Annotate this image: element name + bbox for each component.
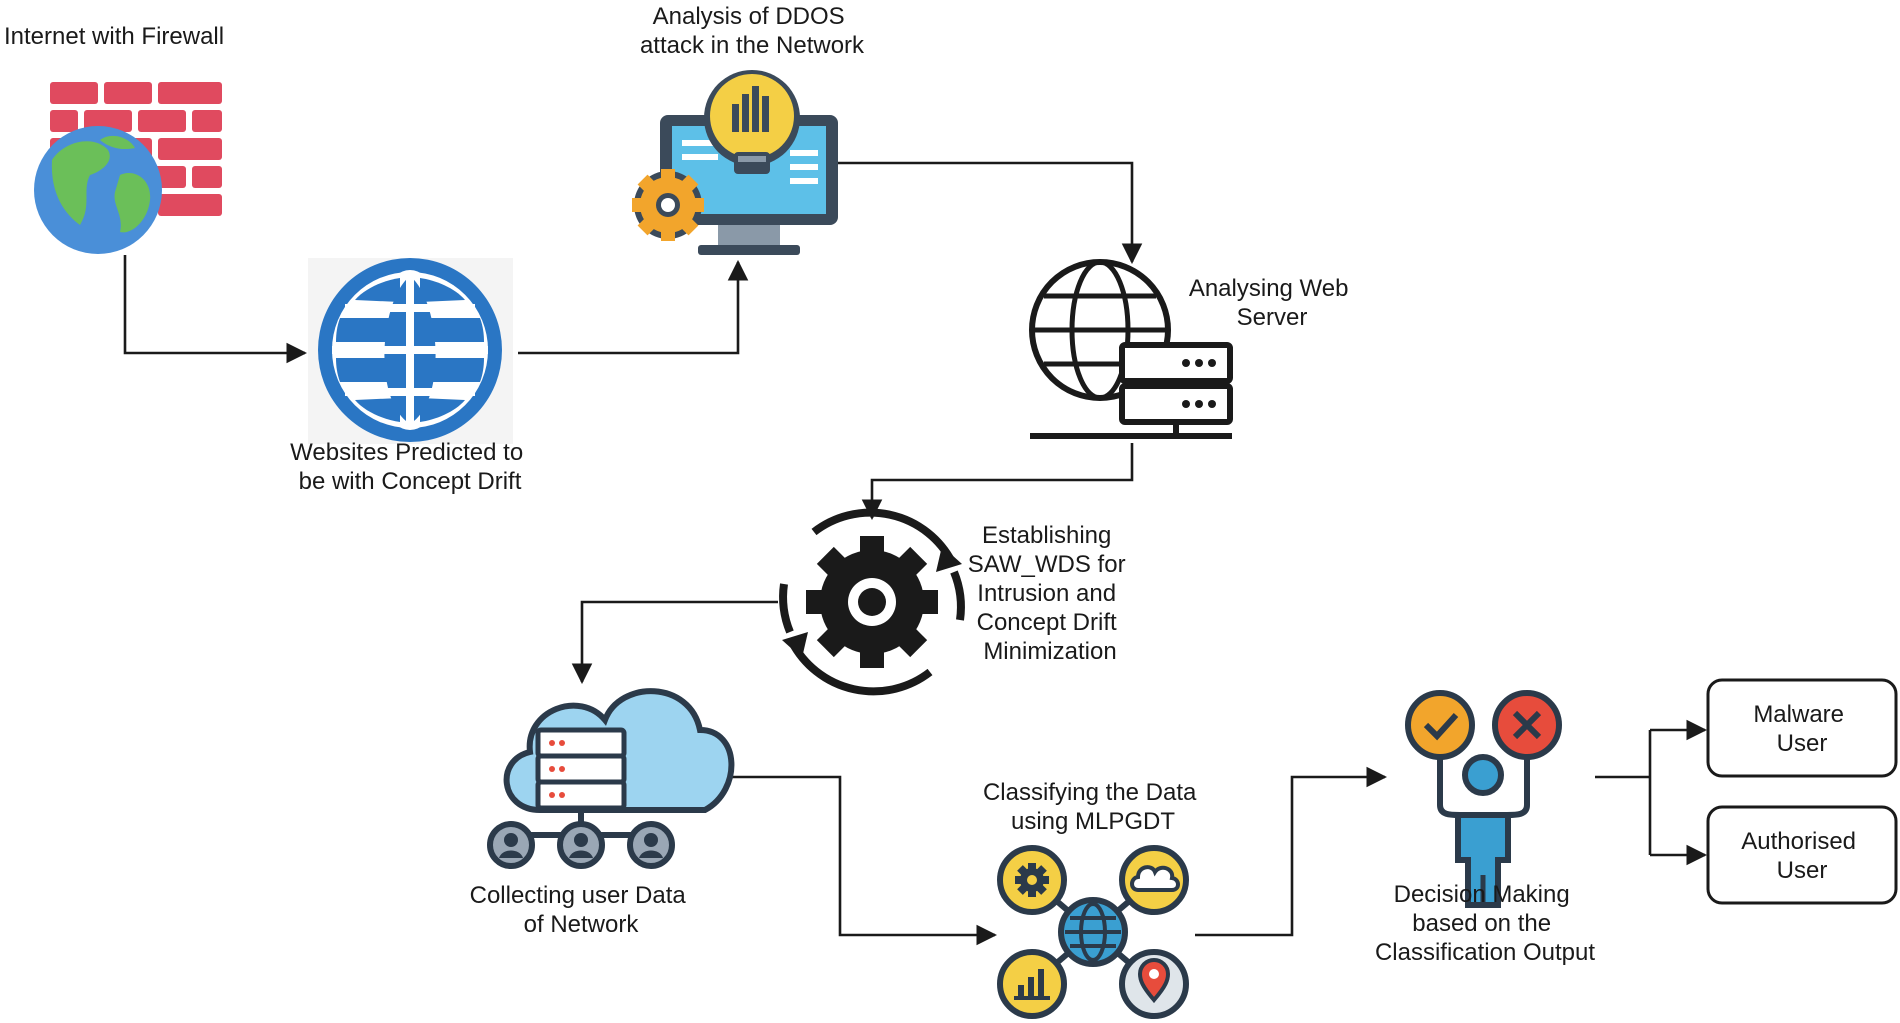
monitor-lightbulb-gear-icon [632,70,838,255]
connector-decision-branch [1595,730,1652,855]
authorised-user-box [1706,805,1898,905]
malware-user-label: Malware User [1753,701,1850,757]
gear-cycle-icon [779,508,965,696]
globe-server-icon [1029,259,1233,439]
person-check-cross-icon [1405,690,1562,908]
malware-user-box [1706,678,1898,778]
webserver-label: Analysing Web Server [1189,275,1355,331]
connector-webserver-to-sawwds [861,443,1134,521]
connector-ddos-to-webserver [838,161,1143,265]
connector-sawwds-to-collect [571,600,778,685]
connector-collect-to-classify [688,775,998,946]
ddos-label: Analysis of DDOS attack in the Network [640,3,865,59]
connector-websites-to-ddos [518,259,749,355]
connector-firewall-to-websites [123,255,308,364]
firewall-label: Internet with Firewall [4,23,224,50]
decision-label: Decision Making based on the Classificat… [1375,881,1595,966]
connector-classify-to-decision [1195,766,1388,937]
classify-label: Classifying the Data using MLPGDT [983,779,1203,835]
sawwds-label: Establishing SAW_WDS for Intrusion and C… [968,522,1132,665]
network-hub-icon [997,845,1189,1019]
cloud-database-users-icon [487,688,735,869]
authorised-user-label: Authorised User [1741,828,1862,884]
world-wide-web-globe-icon [308,258,513,444]
collect-label: Collecting user Data of Network [470,882,693,938]
websites-label: Websites Predicted to be with Concept Dr… [290,439,530,495]
globe-brick-wall-icon [34,82,222,254]
